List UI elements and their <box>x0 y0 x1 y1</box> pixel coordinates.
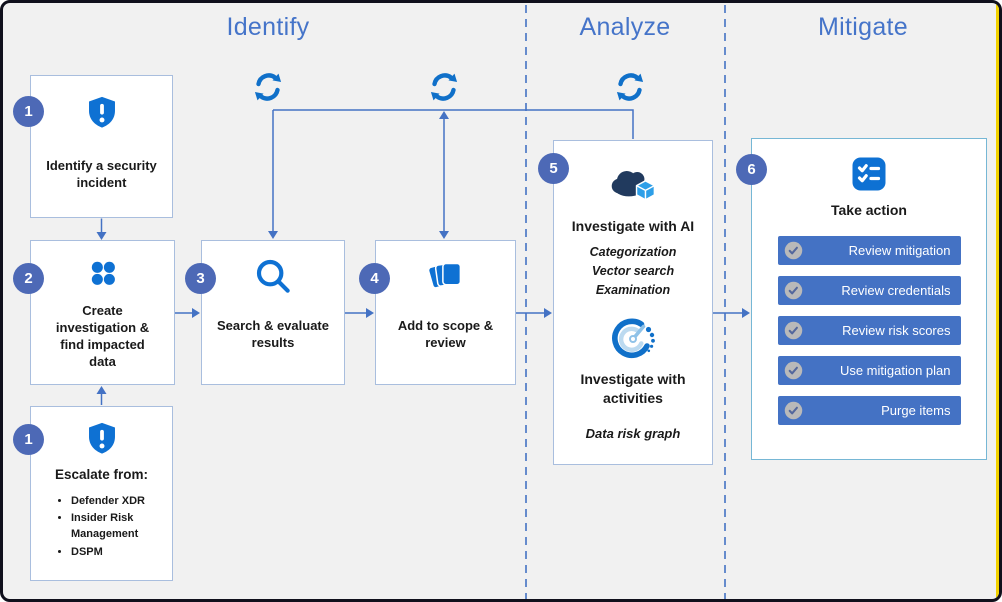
escalate-source: Defender XDR <box>71 494 157 510</box>
action-button-review-risk-scores[interactable]: Review risk scores <box>777 316 961 346</box>
node-identify-incident: Identify a security incident <box>30 75 173 218</box>
ai-method-list: Categorization Vector search Examination <box>590 243 677 299</box>
node-title: Take action <box>831 202 907 218</box>
sync-icon <box>254 73 282 101</box>
node-create-investigation: Create investigation & find impacted dat… <box>30 240 175 385</box>
node-take-action: Take action Review mitigation Review cre… <box>751 138 987 460</box>
node-title: Escalate from: <box>54 467 149 482</box>
action-button-list: Review mitigation Review credentials Rev… <box>777 236 961 426</box>
step-badge-4: 4 <box>359 263 390 294</box>
shield-alert-icon <box>88 96 115 128</box>
step-badge-1-escalate: 1 <box>13 424 44 455</box>
action-button-review-credentials[interactable]: Review credentials <box>777 276 961 306</box>
search-icon <box>256 259 290 293</box>
escalate-source: Insider Risk Management <box>71 511 157 543</box>
node-title: Identify a security incident <box>46 158 157 190</box>
action-label: Purge items <box>881 403 951 419</box>
sync-icon <box>616 73 644 101</box>
escalate-source: DSPM <box>71 545 157 561</box>
step-badge-3: 3 <box>185 263 216 294</box>
step-badge-6: 6 <box>736 154 767 185</box>
four-dots-icon <box>91 261 115 285</box>
right-edge-highlight <box>996 3 999 599</box>
ai-method: Vector search <box>591 263 675 278</box>
node-add-scope: Add to scope & review <box>375 240 516 385</box>
arrowhead-loop-to-scope <box>439 231 449 239</box>
activity-gauge-icon <box>612 318 655 359</box>
action-label: Review credentials <box>841 283 951 299</box>
check-circle-icon <box>784 321 803 340</box>
cloud-cube-icon <box>611 170 656 201</box>
step-badge-5: 5 <box>538 153 569 184</box>
shield-alert-icon <box>88 422 115 454</box>
node-title: Search & evaluate results <box>216 318 329 350</box>
action-button-review-mitigation[interactable]: Review mitigation <box>777 236 961 266</box>
arrowhead-loop-to-search <box>268 231 278 239</box>
phase-header-mitigate: Mitigate <box>818 13 908 41</box>
action-label: Review risk scores <box>842 323 951 339</box>
node-title: Investigate with AI <box>571 218 695 234</box>
action-button-use-mitigation-plan[interactable]: Use mitigation plan <box>777 356 961 386</box>
node-title: Add to scope & review <box>397 318 494 350</box>
action-label: Use mitigation plan <box>839 363 951 379</box>
ai-method: Categorization <box>589 245 677 260</box>
layers-icon <box>427 262 461 289</box>
sync-icon <box>430 73 458 101</box>
node-title: Create investigation & find impacted dat… <box>55 303 150 369</box>
ai-method: Examination <box>595 282 671 297</box>
step-badge-1: 1 <box>13 96 44 127</box>
check-circle-icon <box>784 401 803 420</box>
check-circle-icon <box>784 241 803 260</box>
action-button-purge-items[interactable]: Purge items <box>777 396 961 426</box>
step-badge-2: 2 <box>13 263 44 294</box>
node-investigate: Investigate with AI Categorization Vecto… <box>553 140 713 465</box>
node-escalate-from: Escalate from: Defender XDR Insider Risk… <box>30 406 173 581</box>
activities-method: Data risk graph <box>585 425 681 441</box>
arrowhead-scope-to-loop <box>439 111 449 119</box>
phase-header-analyze: Analyze <box>579 13 671 41</box>
node-title: Investigate with activities <box>580 371 686 406</box>
check-circle-icon <box>784 281 803 300</box>
action-label: Review mitigation <box>848 243 951 259</box>
check-circle-icon <box>784 361 803 380</box>
phase-header-identify: Identify <box>226 13 310 41</box>
escalate-source-list: Defender XDR Insider Risk Management DSP… <box>31 494 157 564</box>
checklist-icon <box>852 157 886 191</box>
node-search-evaluate: Search & evaluate results <box>201 240 345 385</box>
